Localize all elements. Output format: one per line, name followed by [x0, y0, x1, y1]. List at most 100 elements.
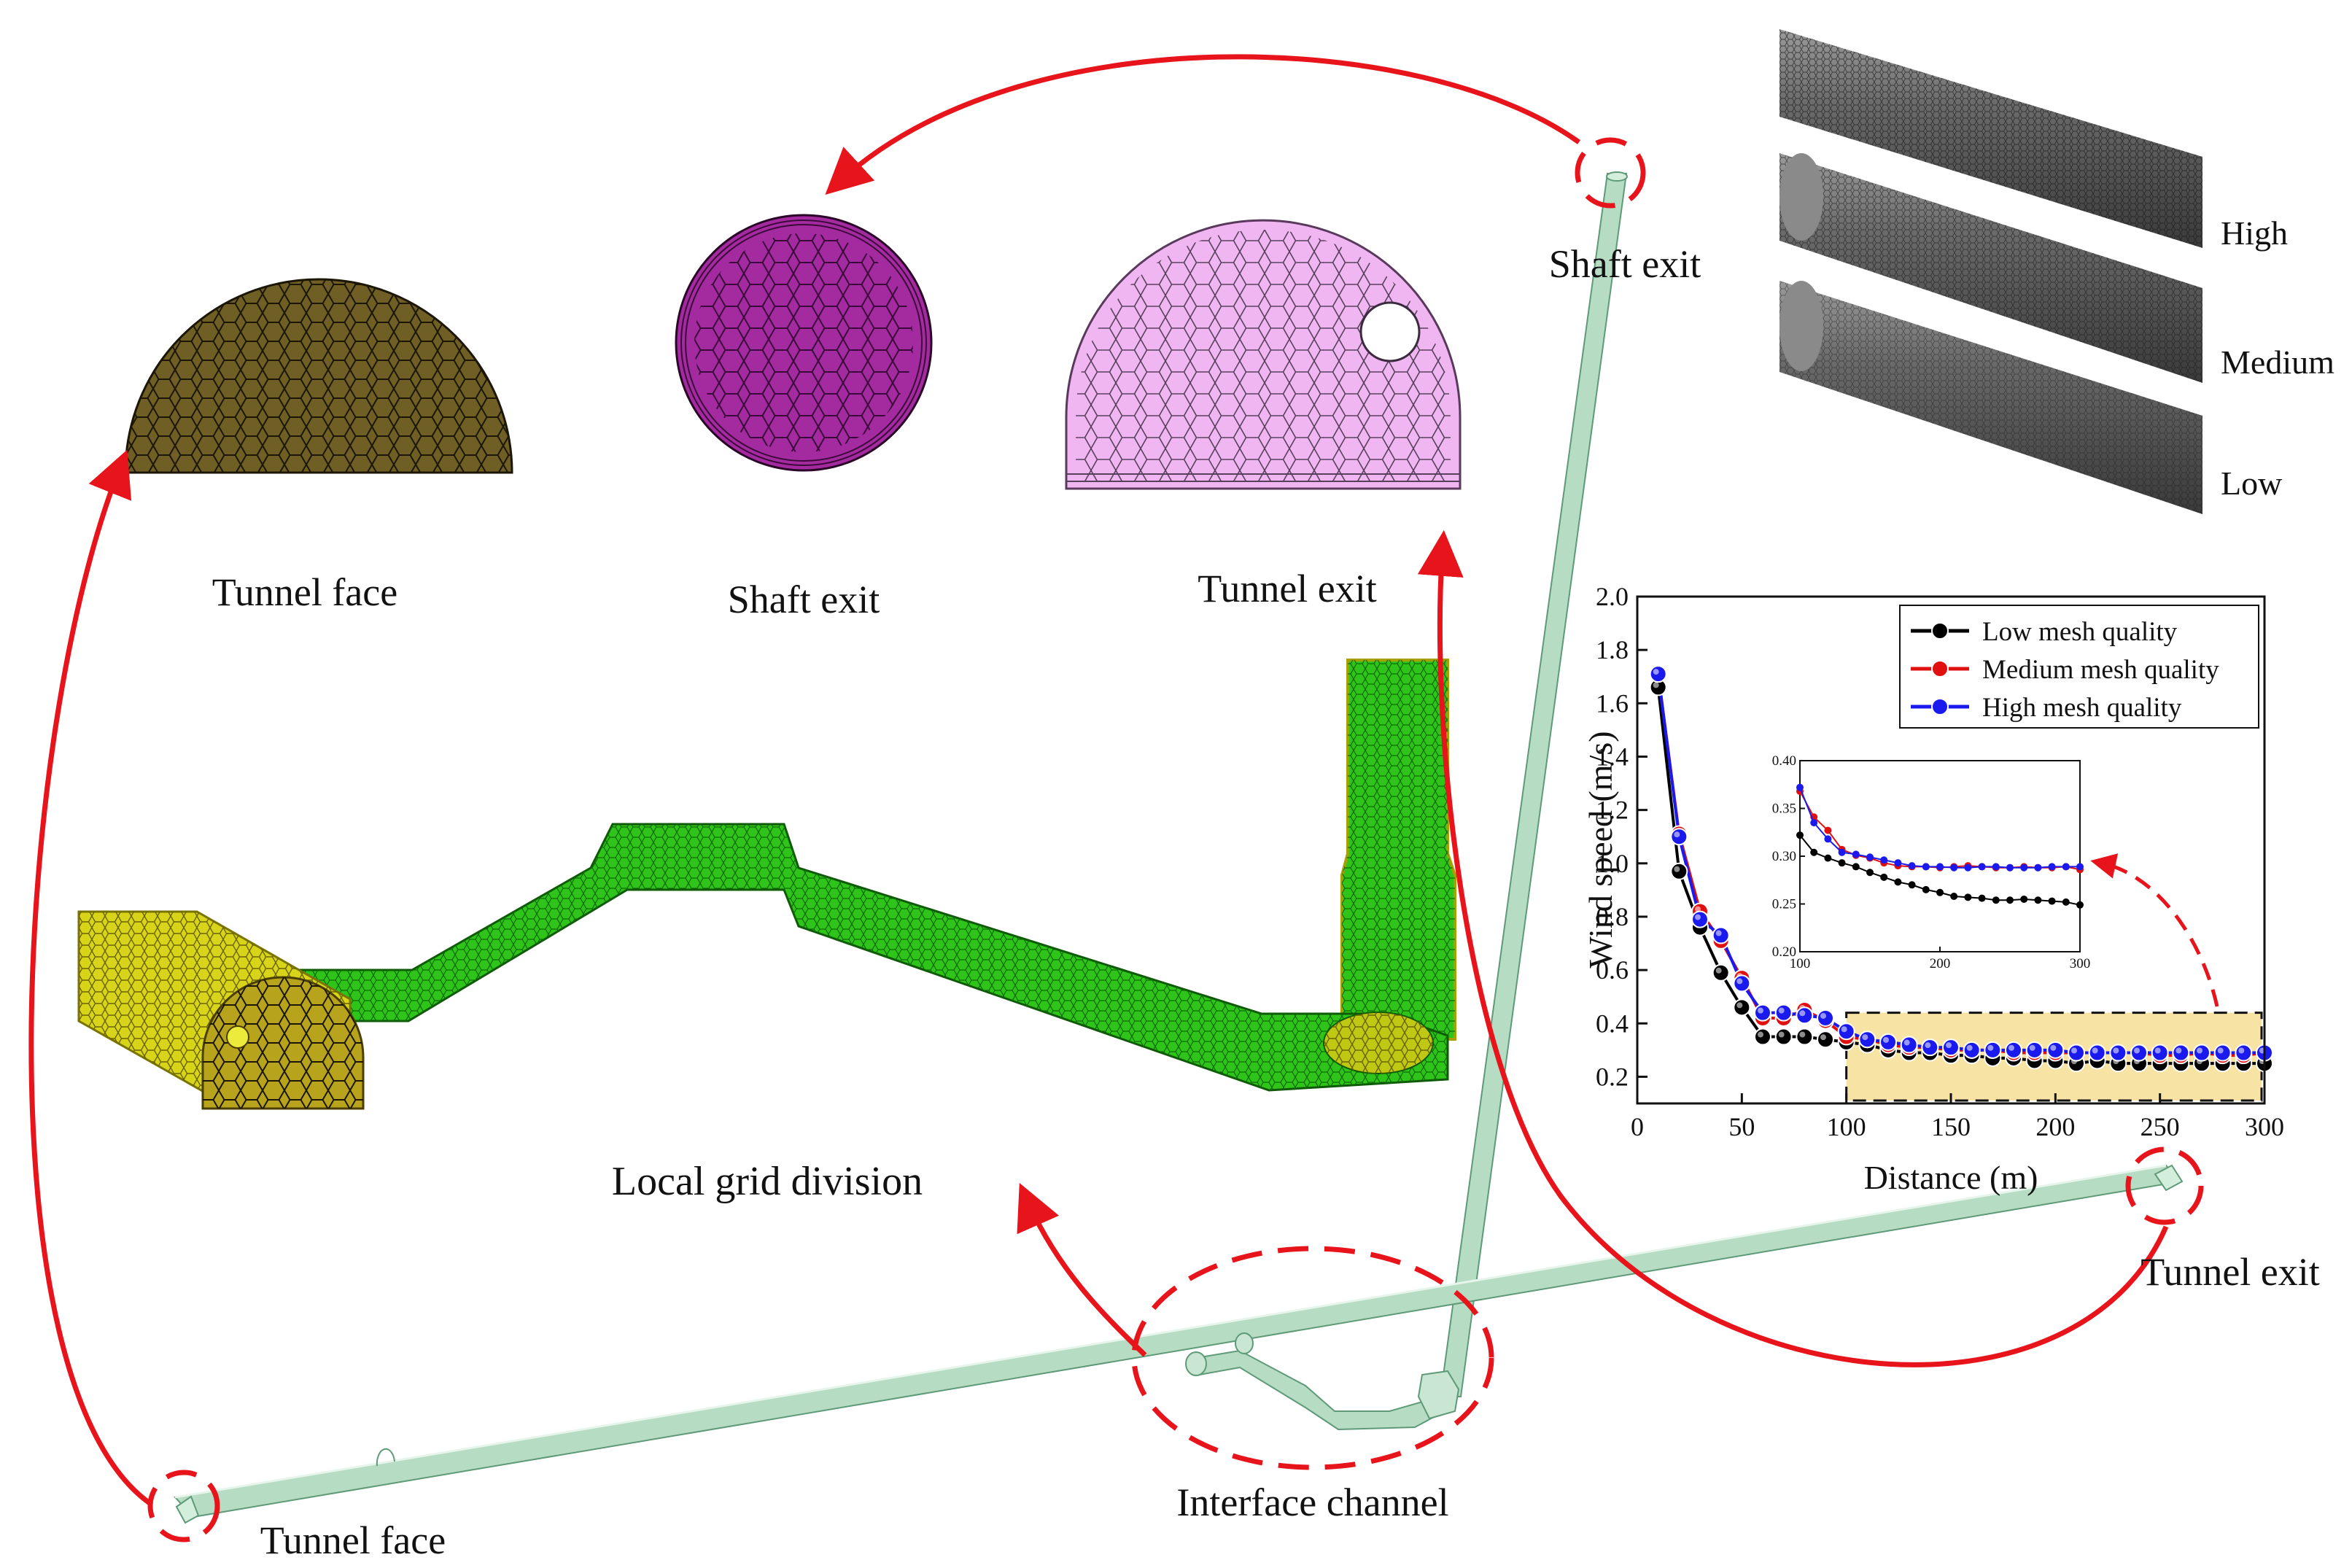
series-point-highlight [1736, 1002, 1743, 1009]
inset-series-point [1936, 863, 1944, 871]
x-tick-label: 300 [2245, 1112, 2284, 1141]
inset-series-point [1852, 850, 1860, 858]
inset-series-point [1894, 859, 1902, 867]
inset-y-tick-label: 0.30 [1772, 849, 1796, 864]
interface-channel-marker [1131, 1246, 1494, 1470]
legend-label: Low mesh quality [1982, 617, 2178, 647]
inset-series-point [2076, 901, 2084, 909]
series-point [2193, 1044, 2211, 1062]
series-point-highlight [1799, 1031, 1806, 1038]
series-point [2172, 1044, 2190, 1062]
mesh-tube-medium [1779, 153, 2202, 383]
series-point [1921, 1039, 1939, 1057]
inset-series-point [1950, 893, 1958, 901]
series-point [1796, 1028, 1814, 1046]
series-point-highlight [1820, 1012, 1826, 1019]
shaft-exit-arrow [825, 54, 1581, 195]
mesh-medium-label: Medium [2221, 344, 2334, 381]
mesh-tubes-illustration [1779, 29, 2202, 514]
mesh-tube-low [1779, 281, 2202, 514]
inset-series-point [1964, 863, 1972, 872]
tunnel-exit-label: Tunnel exit [2141, 1250, 2320, 1294]
series-point-highlight [2197, 1047, 2202, 1054]
connector-arrows [28, 54, 2169, 1507]
y-tick-label: 0.4 [1596, 1009, 1629, 1038]
x-tick-label: 0 [1631, 1112, 1644, 1141]
x-tick-label: 200 [2035, 1112, 2075, 1141]
x-tick-label: 50 [1728, 1112, 1755, 1141]
inset-y-tick-label: 0.20 [1772, 944, 1796, 960]
series-point-highlight [2071, 1047, 2077, 1054]
series-point-highlight [1653, 669, 1659, 675]
interface-channel-arrow [1017, 1182, 1147, 1357]
shaft-exit-section-label: Shaft exit [728, 578, 880, 621]
series-point [1733, 998, 1751, 1017]
legend-marker [1931, 698, 1949, 715]
inset-series-point [1880, 873, 1888, 881]
series-point-highlight [2092, 1047, 2098, 1054]
inset-y-tick-label: 0.25 [1772, 897, 1796, 912]
inset-series-point [1992, 863, 2000, 871]
series-point [1942, 1039, 1960, 1057]
mesh-low-label: Low [2221, 465, 2283, 502]
chart-frame [1636, 595, 2266, 1105]
tunnel-exit-marker [2125, 1146, 2204, 1225]
inset-series-point [1922, 885, 1930, 893]
y-tick-label: 0.6 [1596, 955, 1629, 985]
series-point [2235, 1044, 2253, 1062]
series-point [1963, 1041, 1981, 1059]
inset-series-point [1978, 863, 1986, 871]
y-tick-label: 2.0 [1596, 582, 1629, 611]
local-grid-division-label: Local grid division [612, 1159, 923, 1204]
series-point-highlight [2154, 1047, 2161, 1054]
series-point-highlight [1903, 1039, 1910, 1046]
y-tick-label: 0.2 [1596, 1062, 1629, 1091]
series-point [1900, 1036, 1918, 1054]
inset-series-point [1880, 856, 1888, 864]
y-tick-label: 0.8 [1596, 902, 1629, 931]
inset-series-point [1992, 896, 2000, 904]
tunnel-channel-model [174, 171, 2184, 1524]
chart-series [1649, 665, 2273, 1073]
series-point-highlight [1987, 1044, 1994, 1051]
series-point [1691, 910, 1709, 928]
series-point [1774, 1004, 1793, 1022]
x-tick-label: 150 [1931, 1112, 1971, 1141]
mesh-tube-high [1779, 29, 2202, 248]
mesh-high-label: High [2221, 214, 2288, 252]
inset-series-point [1922, 863, 1930, 871]
series-point [1733, 974, 1751, 993]
shaft-exit-section-mesh [675, 214, 933, 472]
inset-y-tick-label: 0.40 [1772, 753, 1796, 769]
interface-channel-label: Interface channel [1176, 1480, 1448, 1524]
series-point [1817, 1031, 1834, 1049]
inset-series [1796, 783, 2084, 909]
series-point [1837, 1022, 1855, 1041]
inset-zoom-arrow [2090, 853, 2219, 1007]
series-point [2213, 1044, 2232, 1062]
inset-series-point [2020, 863, 2028, 872]
series-point [1796, 1006, 1814, 1025]
series-point-highlight [1946, 1042, 1952, 1049]
inset-series-point [1810, 819, 1818, 827]
series-point-highlight [1736, 978, 1743, 985]
series-point [1670, 862, 1688, 880]
inset-series-point [2034, 863, 2042, 872]
series-point-highlight [1778, 1031, 1785, 1038]
series-point-highlight [1966, 1044, 1973, 1051]
series-point-highlight [1674, 831, 1680, 838]
y-tick-label: 1.8 [1596, 635, 1629, 664]
series-point-highlight [2176, 1047, 2182, 1054]
chart-xlabel: Distance (m) [1864, 1159, 2038, 1196]
inset-series-point [2062, 898, 2070, 906]
inset-series-point [1908, 862, 1916, 870]
series-point [1984, 1041, 2002, 1059]
inset-series-point [1978, 894, 1986, 902]
local-grid-model [77, 659, 1456, 1110]
inset-series-point [1824, 826, 1832, 834]
